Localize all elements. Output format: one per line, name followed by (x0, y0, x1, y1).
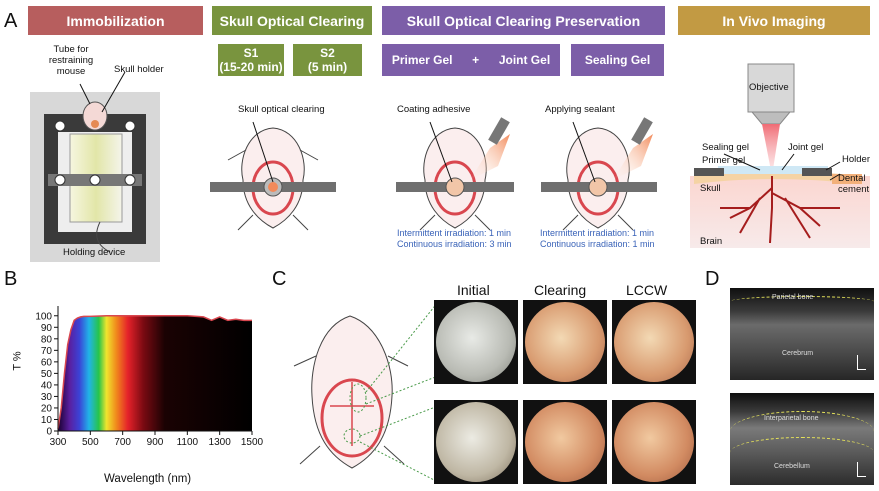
brain-label: Brain (700, 236, 723, 247)
y-tick-label: 100 (35, 311, 52, 322)
sealant-note-continuous: Continuous irradiation: 1 min (540, 239, 655, 249)
x-tick-label: 1300 (209, 437, 232, 448)
banner-skull-optical-clearing: Skull Optical Clearing (212, 6, 372, 35)
y-tick-label: 20 (41, 403, 53, 414)
x-tick-label: 300 (50, 437, 67, 448)
oct-cerebellum-label: Cerebellum (774, 463, 810, 470)
banner-immobilization: Immobilization (28, 6, 203, 35)
in-vivo-imaging-illustration (690, 63, 870, 248)
oct-parietal-bone-label: Parietal bone (772, 294, 814, 301)
objective-label: Objective (749, 82, 789, 93)
oct-cerebrum-label: Cerebrum (782, 350, 814, 357)
chart-x-axis-label: Wavelength (nm) (104, 473, 192, 485)
y-tick-label: 90 (41, 323, 53, 334)
step-s1-box: S1 (15-20 min) (218, 44, 284, 76)
mouse-head-schematic (293, 301, 439, 483)
primer-gel-label: Primer gel (702, 155, 746, 166)
mouse-sealant-illustration (541, 117, 657, 231)
step-sealing-gel: Sealing Gel (571, 44, 664, 76)
panel-b-label: B (4, 268, 18, 290)
column-clearing: Clearing (534, 282, 587, 298)
joint-gel-label: Joint gel (788, 142, 824, 153)
coating-note-continuous: Continuous irradiation: 3 min (397, 239, 512, 249)
panel-c-label: C (272, 268, 287, 290)
skull-label: Skull (700, 183, 721, 194)
y-tick-label: 70 (41, 346, 53, 357)
x-tick-label: 900 (147, 437, 164, 448)
step-s1-title: S1 (243, 46, 259, 60)
oct-image-bottom: Interparietal bone Cerebellum (730, 393, 874, 485)
sealant-note-intermittent: Intermittent irradiation: 1 min (540, 228, 655, 238)
holder-label: Holder (842, 154, 870, 165)
skull-clearing-label: Skull optical clearing (238, 104, 325, 115)
dental-cement-label: Dental cement (838, 173, 870, 195)
column-initial: Initial (457, 282, 490, 298)
photo-initial-bottom (434, 400, 518, 484)
step-s2-box: S2 (5 min) (293, 44, 362, 76)
y-tick-label: 0 (46, 427, 52, 438)
holding-device-illustration (30, 71, 160, 262)
y-tick-label: 30 (41, 392, 53, 403)
step-joint-gel: Joint Gel (498, 53, 551, 67)
y-tick-label: 10 (41, 415, 53, 426)
x-tick-label: 1500 (241, 437, 264, 448)
y-tick-label: 50 (41, 369, 53, 380)
column-lccw: LCCW (626, 282, 668, 298)
coating-adhesive-label: Coating adhesive (397, 104, 471, 115)
y-tick-label: 60 (41, 357, 53, 368)
photo-clearing-top (523, 300, 607, 384)
photo-lccw-top (612, 300, 696, 384)
mouse-clearing-illustration (210, 121, 336, 231)
oct-interparietal-bone-label: Interparietal bone (764, 415, 819, 422)
step-primer-gel: Primer Gel (391, 53, 453, 67)
step-s2-title: S2 (320, 46, 335, 60)
y-tick-label: 80 (41, 334, 53, 345)
skull-holder-label: Skull holder (114, 64, 164, 75)
panel-d-label: D (705, 268, 720, 290)
y-tick-label: 40 (41, 380, 53, 391)
panel-a-label: A (4, 10, 18, 32)
mouse-coating-illustration (396, 117, 514, 231)
photo-initial-top (434, 300, 518, 384)
applying-sealant-label: Applying sealant (545, 104, 615, 115)
x-tick-label: 500 (82, 437, 99, 448)
tube-label: Tube for restraining mouse (48, 44, 94, 77)
step-plus: + (472, 53, 480, 67)
x-tick-label: 1100 (177, 437, 199, 448)
banner-in-vivo-imaging: In Vivo Imaging (678, 6, 870, 35)
coating-note-intermittent: Intermittent irradiation: 1 min (397, 228, 512, 238)
banner-clearing-preservation: Skull Optical Clearing Preservation (382, 6, 665, 35)
photo-clearing-bottom (523, 400, 607, 484)
sealing-gel-label: Sealing gel (702, 142, 750, 153)
holding-device-label: Holding device (63, 247, 126, 258)
step-s2-time: (5 min) (307, 60, 348, 74)
oct-image-top: Parietal bone Cerebrum (730, 288, 874, 380)
photo-lccw-bottom (612, 400, 696, 484)
x-tick-label: 700 (114, 437, 131, 448)
transmittance-line (57, 315, 252, 429)
step-s1-time: (15-20 min) (219, 60, 283, 74)
step-primer-joint-box: Primer Gel + Joint Gel (382, 44, 560, 76)
transmittance-area (58, 315, 252, 431)
